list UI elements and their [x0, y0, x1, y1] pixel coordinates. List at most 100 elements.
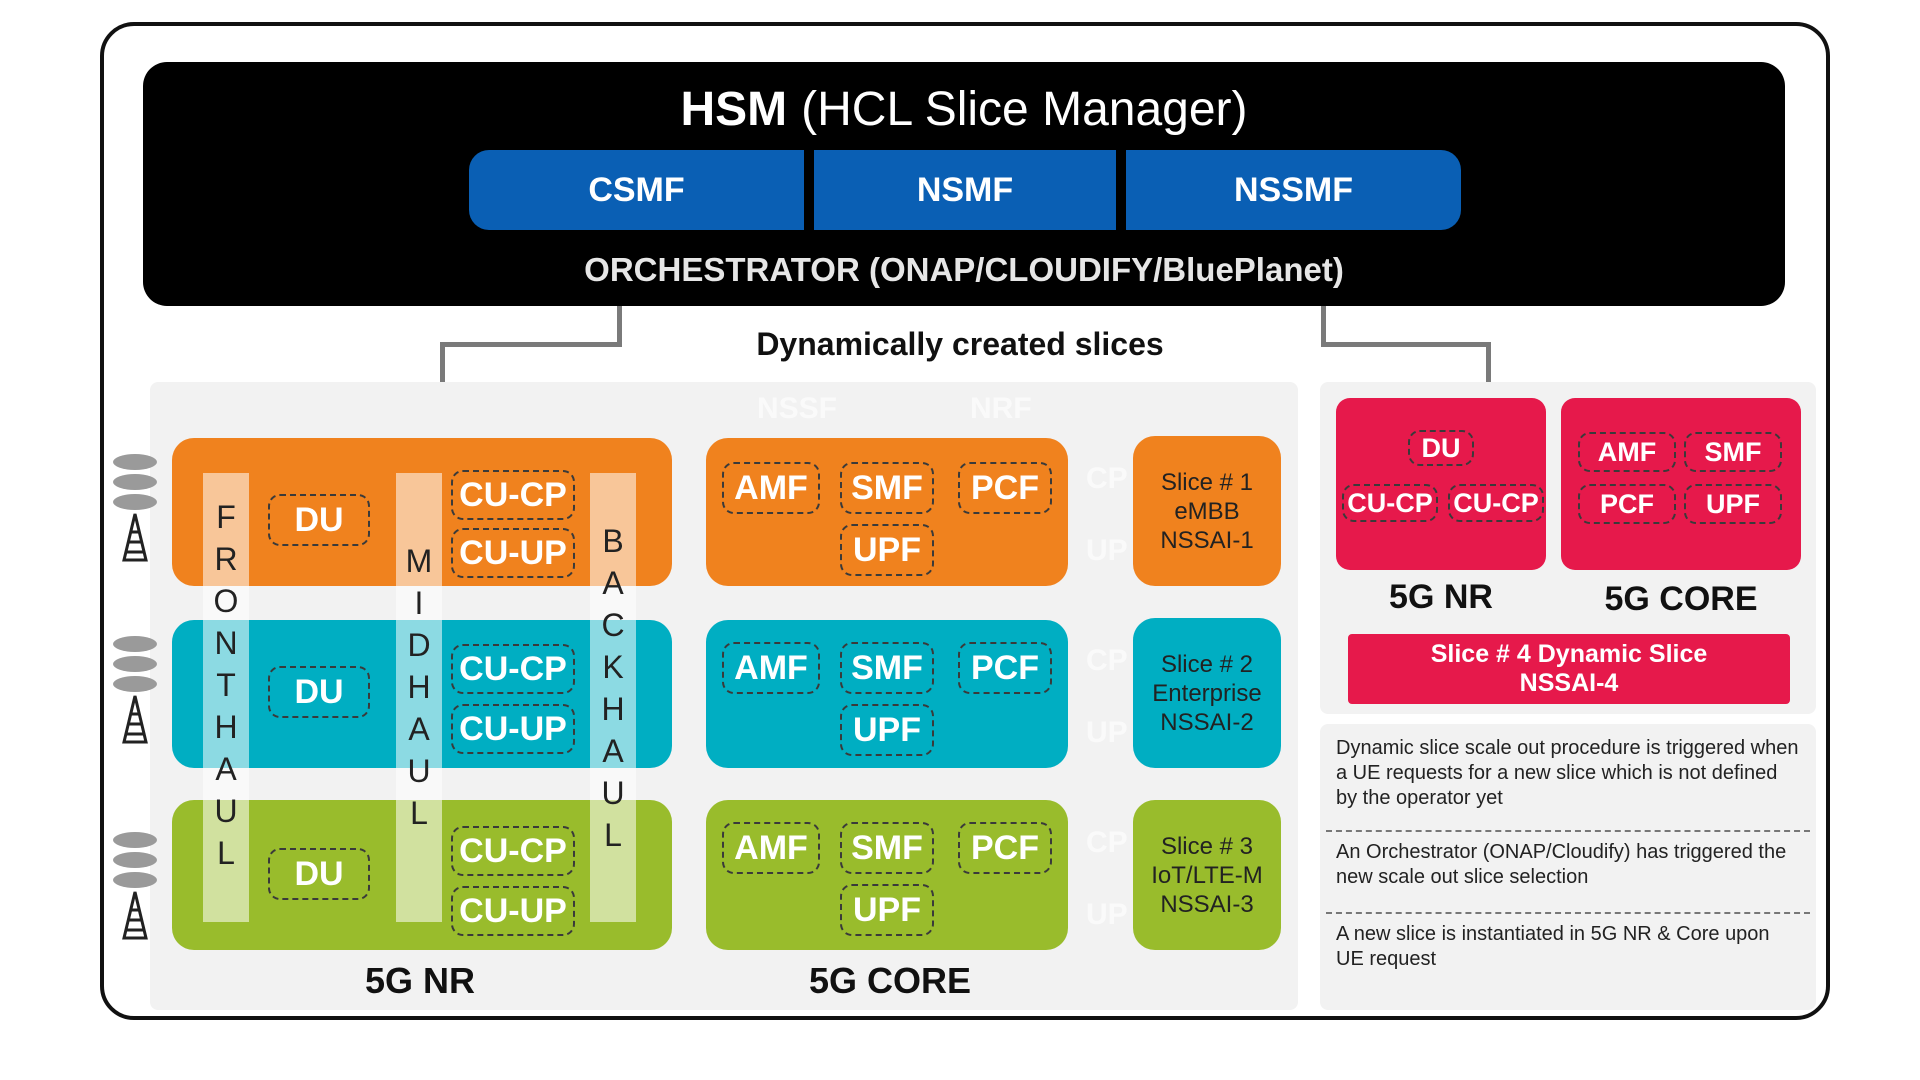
slice-3-nssai: NSSAI-3: [1160, 890, 1254, 918]
du-box: DU: [1408, 430, 1474, 466]
core-row-slice-3: [706, 800, 1068, 950]
amf-box: AMF: [722, 642, 820, 694]
hsm-title-bold: HSM: [680, 82, 788, 136]
ghost-cp-label: CP: [1086, 462, 1128, 495]
info-text-3: A new slice is instantiated in 5G NR & C…: [1336, 923, 1770, 970]
cell-tower-icon: [113, 454, 157, 562]
connector-line: [440, 342, 445, 382]
csmf-box: CSMF: [469, 150, 804, 230]
midhaul-letter: D: [407, 627, 431, 663]
cu-up-box: CU-UP: [451, 528, 575, 578]
backhaul-letter: A: [602, 733, 624, 769]
connector-line: [1321, 342, 1491, 347]
smf-box: SMF: [840, 822, 934, 874]
du-box: DU: [268, 848, 370, 900]
fronthaul-letter: R: [214, 541, 238, 577]
info-text-2: An Orchestrator (ONAP/Cloudify) has trig…: [1336, 841, 1787, 888]
nssmf-box: NSSMF: [1126, 150, 1461, 230]
dynamic-section-title-5g-core: 5G CORE: [1604, 579, 1758, 618]
hsm-title: HSM (HCL Slice Manager): [143, 78, 1785, 140]
slice-4-banner: Slice # 4 Dynamic Slice NSSAI-4: [1348, 634, 1790, 704]
du-box: DU: [268, 494, 370, 546]
midhaul-letter: M: [405, 543, 433, 579]
ghost-nrf-label: NRF: [970, 392, 1032, 425]
backhaul-strip: [590, 473, 636, 922]
slice-1-type: eMBB: [1174, 497, 1240, 525]
fronthaul-strip: [203, 473, 249, 922]
cu-up-box: CU-UP: [451, 704, 575, 754]
pcf-box: PCF: [958, 822, 1052, 874]
slice-1-card: Slice # 1 eMBB NSSAI-1: [1133, 436, 1281, 586]
backhaul-letter: A: [602, 565, 624, 601]
orchestrator-label: ORCHESTRATOR (ONAP/CLOUDIFY/BluePlanet): [584, 251, 1344, 288]
hsm-title-rest: (HCL Slice Manager): [801, 82, 1248, 136]
nsmf-box: NSMF: [814, 150, 1116, 230]
dynamic-section-title-5g-nr: 5G NR: [1389, 577, 1493, 616]
amf-box: AMF: [722, 822, 820, 874]
connector-line: [617, 306, 622, 347]
slice-1-name: Slice # 1: [1160, 468, 1254, 496]
info-separator: [1326, 912, 1810, 914]
slice-2-nssai: NSSAI-2: [1160, 708, 1254, 736]
pcf-box: PCF: [1578, 484, 1676, 524]
ghost-nssf-label: NSSF: [757, 392, 838, 425]
midhaul-letter: I: [414, 585, 424, 621]
slice-1-nssai: NSSAI-1: [1160, 526, 1254, 554]
midhaul-letter: A: [408, 711, 430, 747]
backhaul-letter: U: [601, 775, 625, 811]
info-panel: [1320, 724, 1816, 1010]
pcf-box: PCF: [958, 462, 1052, 514]
ghost-up-label: UP: [1086, 898, 1128, 931]
fronthaul-letter: U: [214, 793, 238, 829]
slice-4-nssai: NSSAI-4: [1519, 669, 1619, 697]
backhaul-label: B A C K H A U L: [590, 520, 636, 856]
backhaul-letter: C: [601, 607, 625, 643]
slice-2-name: Slice # 2: [1160, 650, 1254, 678]
midhaul-letter: U: [407, 753, 431, 789]
midhaul-strip: [396, 473, 442, 922]
smf-box: SMF: [840, 462, 934, 514]
slice-4-title: Slice # 4 Dynamic Slice: [1430, 640, 1708, 668]
info-text-1: Dynamic slice scale out procedure is tri…: [1336, 737, 1799, 809]
fronthaul-letter: A: [215, 751, 237, 787]
midhaul-letter: H: [407, 669, 431, 705]
cell-tower-icon: [113, 636, 157, 744]
fronthaul-letter: L: [217, 835, 235, 871]
slice-3-type: IoT/LTE-M: [1151, 861, 1263, 889]
fronthaul-label: F R O N T H A U L: [203, 496, 249, 874]
upf-box: UPF: [1684, 484, 1782, 524]
cu-cp-box: CU-CP: [451, 470, 575, 520]
fronthaul-letter: H: [214, 709, 238, 745]
upf-box: UPF: [840, 884, 934, 936]
ghost-cp-label: CP: [1086, 644, 1128, 677]
ghost-up-label: UP: [1086, 716, 1128, 749]
fronthaul-letter: F: [216, 499, 236, 535]
upf-box: UPF: [840, 704, 934, 756]
fronthaul-letter: N: [214, 625, 238, 661]
backhaul-letter: K: [602, 649, 624, 685]
backhaul-letter: B: [602, 523, 624, 559]
cu-cp-box: CU-CP: [451, 826, 575, 876]
connector-line: [440, 342, 622, 347]
amf-box: AMF: [1578, 432, 1676, 472]
cu-up-box: CU-UP: [451, 886, 575, 936]
cu-cp-box: CU-CP: [1448, 484, 1544, 522]
fronthaul-letter: O: [213, 583, 239, 619]
connector-line: [1321, 306, 1326, 347]
backhaul-letter: H: [601, 691, 625, 727]
info-separator: [1326, 830, 1810, 832]
ghost-cp-label: CP: [1086, 826, 1128, 859]
cu-cp-box: CU-CP: [451, 644, 575, 694]
midhaul-letter: L: [410, 795, 428, 831]
backhaul-letter: L: [604, 817, 622, 853]
pcf-box: PCF: [958, 642, 1052, 694]
dynamic-slices-title: Dynamically created slices: [756, 325, 1164, 362]
slice-2-card: Slice # 2 Enterprise NSSAI-2: [1133, 618, 1281, 768]
smf-box: SMF: [840, 642, 934, 694]
slice-3-card: Slice # 3 IoT/LTE-M NSSAI-3: [1133, 800, 1281, 950]
connector-line: [1486, 342, 1491, 382]
section-title-5g-core: 5G CORE: [808, 960, 972, 1001]
core-row-slice-2: [706, 620, 1068, 768]
slice-3-name: Slice # 3: [1160, 832, 1254, 860]
midhaul-label: M I D H A U L: [396, 540, 442, 834]
